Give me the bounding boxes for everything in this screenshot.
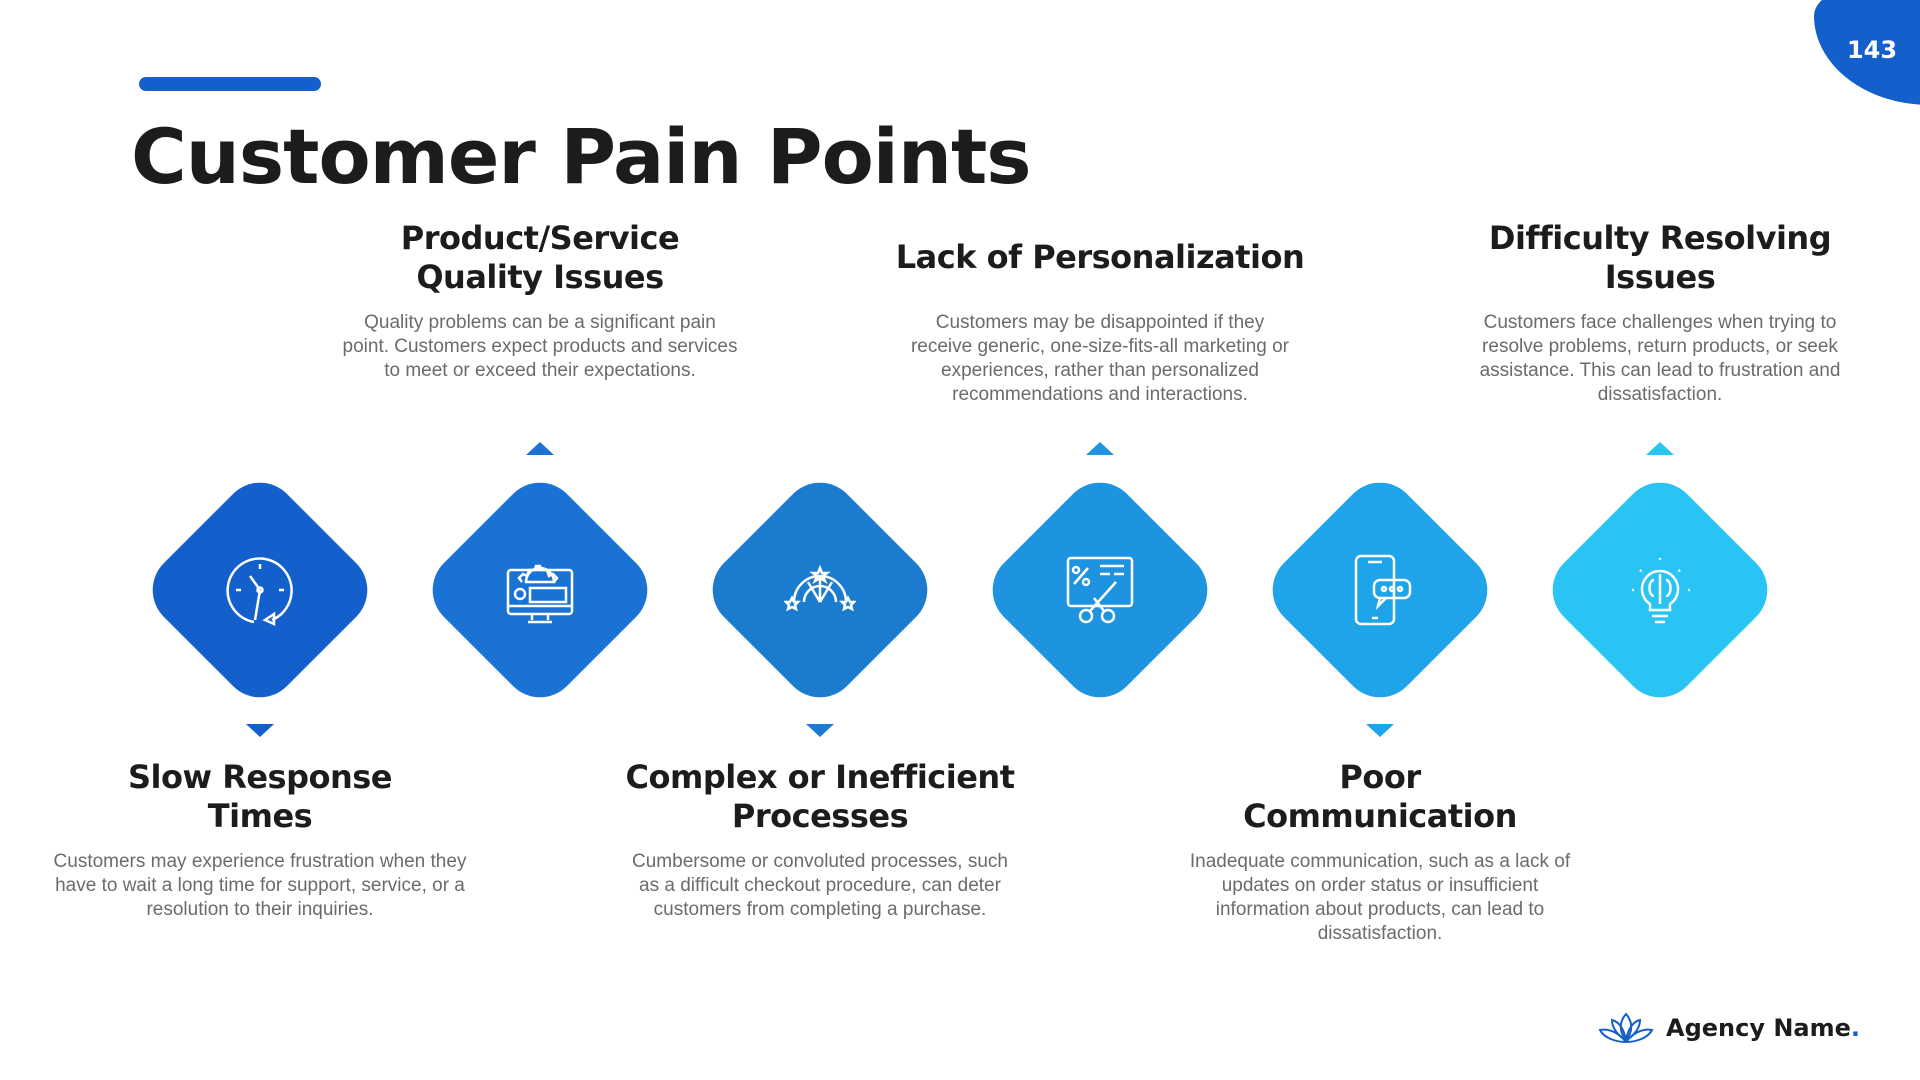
agency-name: Agency Name xyxy=(1666,1014,1851,1042)
lotus-icon xyxy=(1598,1012,1654,1044)
pain-point-heading: Product/Service Quality Issues xyxy=(400,219,680,296)
lightbulb-icon xyxy=(1630,558,1690,624)
pain-point-heading: Lack of Personalization xyxy=(895,238,1305,276)
pain-point-heading: Difficulty Resolving Issues xyxy=(1488,219,1832,296)
accent-bar xyxy=(139,77,321,91)
discount-scissors-icon xyxy=(1066,556,1134,624)
pain-point-body: Customers may experience frustration whe… xyxy=(53,851,467,920)
pain-point-slow-response: Slow Response Times Customers may experi… xyxy=(50,758,470,922)
agency-dot: . xyxy=(1850,1014,1861,1042)
pain-point-body: Customers face challenges when trying to… xyxy=(1479,312,1841,405)
pain-point-heading: Slow Response Times xyxy=(127,758,393,835)
pointer-down-1 xyxy=(246,724,274,737)
pointer-down-5 xyxy=(1366,724,1394,737)
page-title: Customer Pain Points xyxy=(131,112,1032,201)
pain-point-body: Customers may be disappointed if they re… xyxy=(910,312,1290,405)
pain-point-quality-issues: Product/Service Quality Issues Quality p… xyxy=(330,219,750,383)
pain-point-body: Cumbersome or convoluted processes, such… xyxy=(632,851,1008,920)
monitor-gear-icon xyxy=(506,564,574,624)
pain-point-body: Quality problems can be a significant pa… xyxy=(342,312,738,381)
pointer-up-6 xyxy=(1646,442,1674,455)
pain-point-body: Inadequate communication, such as a lack… xyxy=(1189,851,1571,944)
page-number: 143 xyxy=(1846,36,1898,64)
clock-icon xyxy=(226,557,293,626)
pain-point-personalization: Lack of Personalization Customers may be… xyxy=(890,238,1310,407)
phone-chat-icon xyxy=(1354,554,1412,626)
pain-point-poor-communication: Poor Communication Inadequate communicat… xyxy=(1170,758,1590,946)
agency-logo: Agency Name. xyxy=(1598,1010,1860,1046)
pain-point-heading: Poor Communication xyxy=(1243,758,1517,835)
pointer-up-4 xyxy=(1086,442,1114,455)
pain-point-complex-processes: Complex or Inefficient Processes Cumbers… xyxy=(610,758,1030,922)
pain-point-difficulty-resolving: Difficulty Resolving Issues Customers fa… xyxy=(1450,219,1870,407)
stars-arc-icon xyxy=(784,564,856,612)
pointer-up-2 xyxy=(526,442,554,455)
pain-point-heading: Complex or Inefficient Processes xyxy=(625,758,1016,835)
pointer-down-3 xyxy=(806,724,834,737)
